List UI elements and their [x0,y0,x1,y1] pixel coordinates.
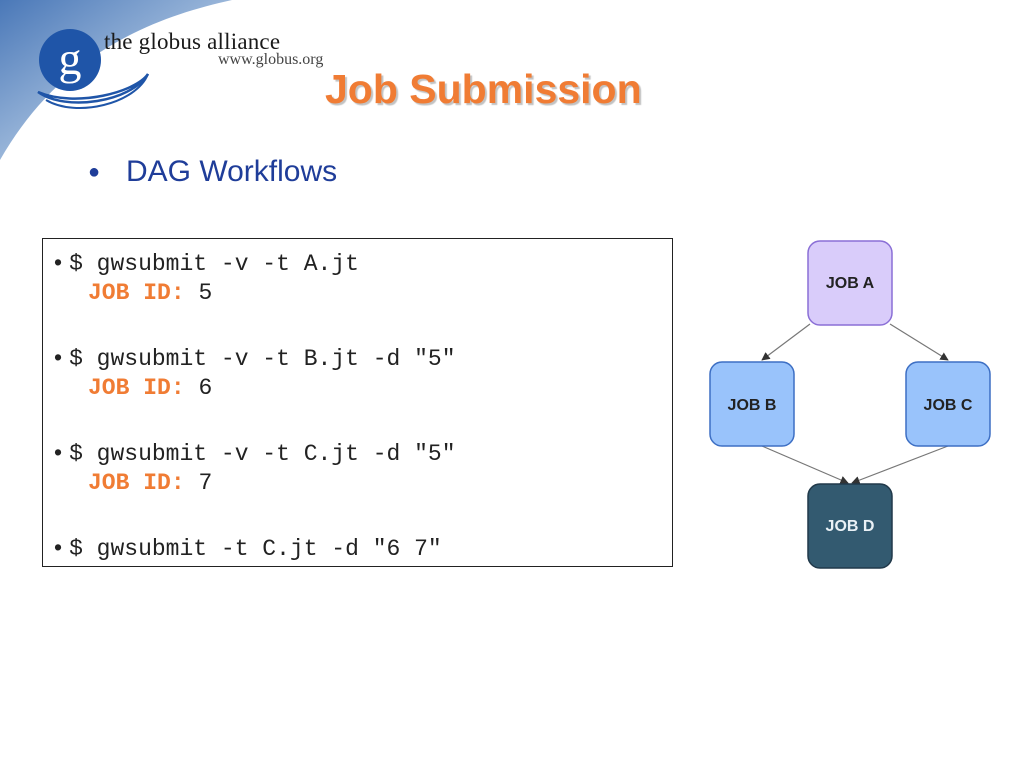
dag-node-label: JOB C [924,397,973,414]
command-text: $ gwsubmit -t C.jt -d "6 7" [69,536,442,562]
command-line: •$ gwsubmit -v -t C.jt -d "5" [54,441,456,466]
globus-logo-mark: g [37,29,150,109]
job-id-value: 7 [198,470,213,496]
bullet-text: DAG Workflows [126,155,338,188]
list-bullet: • [54,344,63,370]
dag-edge-c-d [851,445,949,485]
dag-node-label: JOB D [826,518,875,535]
globus-logo: g [36,22,356,122]
command-line: •$ gwsubmit -v -t B.jt -d "5" [54,346,456,371]
job-id-label: JOB ID: [88,470,185,496]
logo-mark-text: g [59,33,82,84]
logo-url: www.globus.org [218,51,324,68]
command-text: $ gwsubmit -v -t A.jt [69,251,359,277]
dag-node-label: JOB A [826,275,875,292]
job-id-line: JOB ID: 6 [88,377,212,400]
job-id-label: JOB ID: [88,375,185,401]
dag-node-job-c: JOB C [905,361,991,447]
job-id-line: JOB ID: 7 [88,472,212,495]
list-bullet: • [54,249,63,275]
dag-edge-a-b [761,323,811,361]
dag-diagram: JOB A JOB B JOB C JOB D [709,240,991,569]
job-id-value: 6 [198,375,213,401]
job-id-value: 5 [198,280,213,306]
job-id-line: JOB ID: 5 [88,282,212,305]
dag-node-label: JOB B [728,397,777,414]
main-bullet: ● DAG Workflows [88,155,337,189]
list-bullet: • [54,439,63,465]
bullet-dot: ● [88,160,101,183]
logo-name: the globus alliance [104,29,281,54]
job-id-label: JOB ID: [88,280,185,306]
dag-edge-a-c [889,323,949,361]
command-line: •$ gwsubmit -t C.jt -d "6 7" [54,536,442,561]
dag-node-job-d: JOB D [807,483,893,569]
command-text: $ gwsubmit -v -t C.jt -d "5" [69,441,456,467]
command-box: •$ gwsubmit -v -t A.jt JOB ID: 5 •$ gwsu… [42,238,673,567]
command-text: $ gwsubmit -v -t B.jt -d "5" [69,346,456,372]
dag-edge-b-d [761,445,849,484]
slide-title: Job Submission [325,66,642,112]
command-line: •$ gwsubmit -v -t A.jt [54,251,359,276]
list-bullet: • [54,534,63,560]
dag-node-job-a: JOB A [807,240,893,326]
dag-node-job-b: JOB B [709,361,795,447]
